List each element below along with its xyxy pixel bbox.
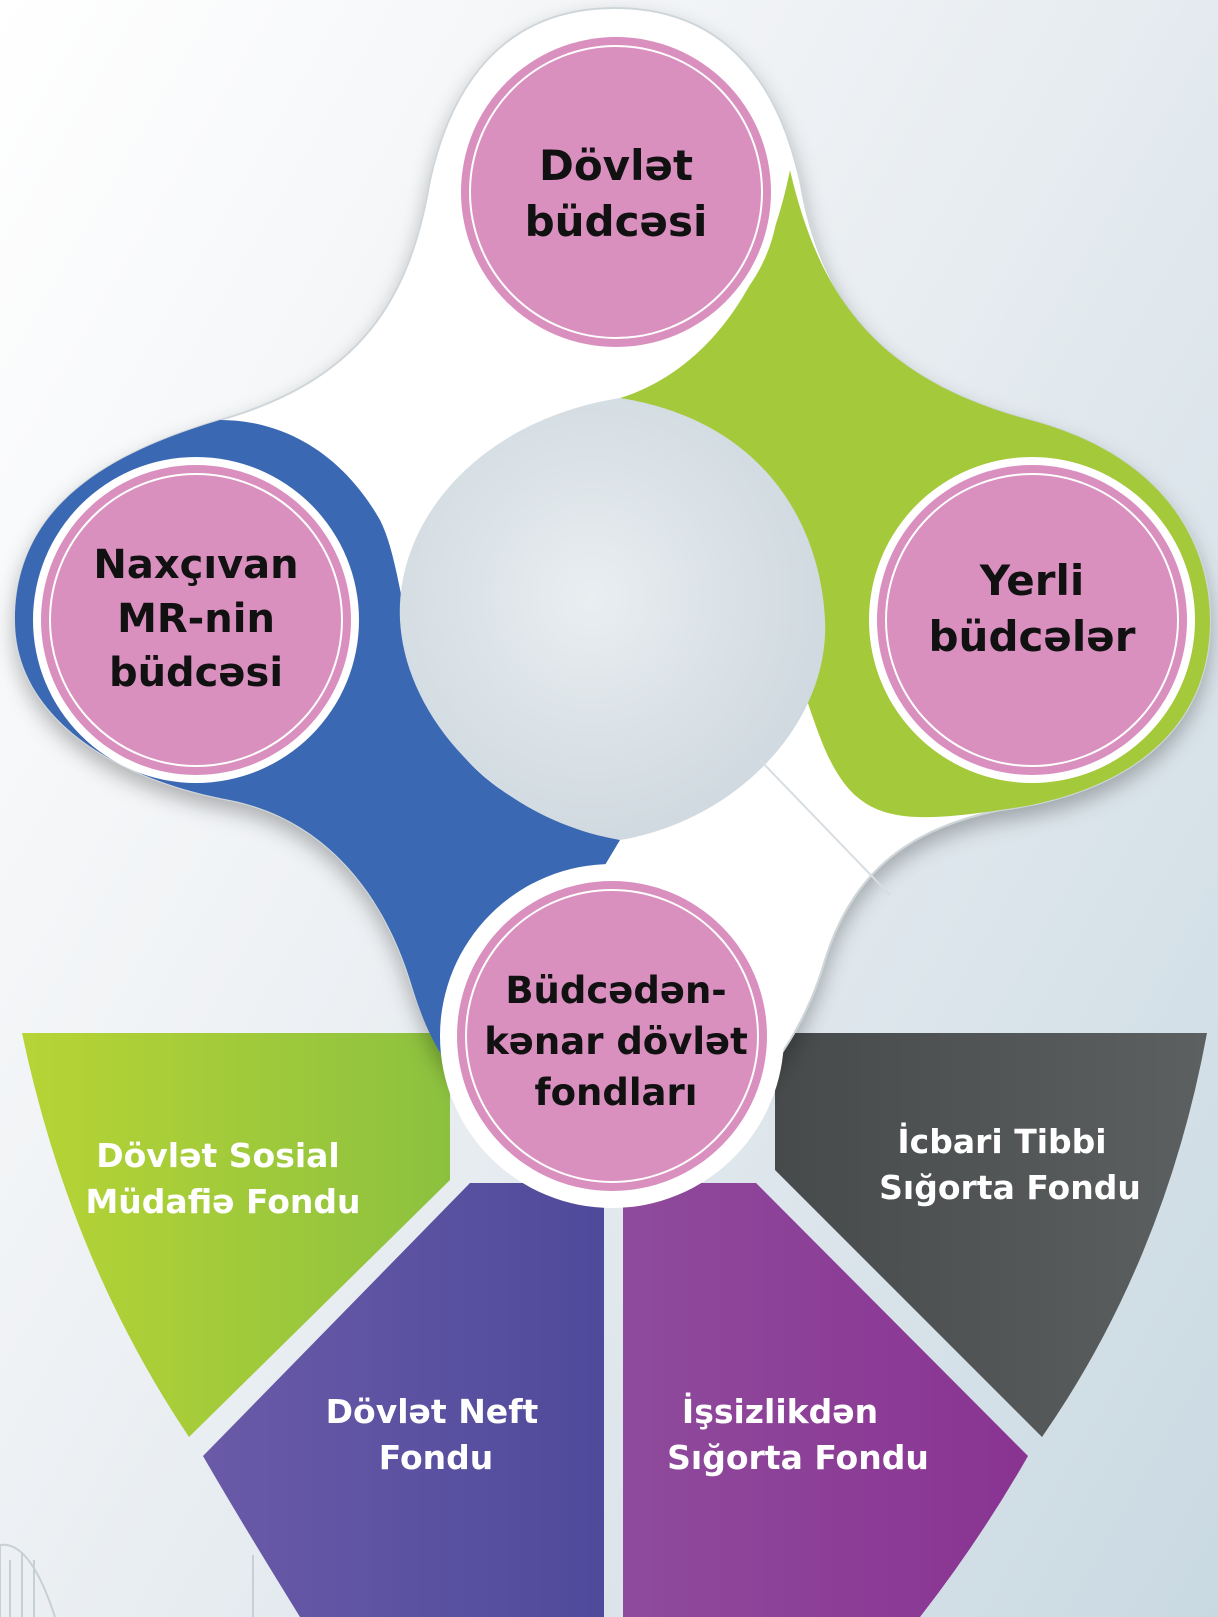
segment-purple-line1: İşsizlikdən	[682, 1391, 878, 1431]
funds-fan	[22, 1033, 1207, 1617]
hole-highlight-line	[759, 759, 891, 896]
segment-indigo	[203, 1183, 604, 1617]
segment-indigo-line2: Fondu	[379, 1438, 494, 1477]
node-top: Dövlət büdcəsi	[453, 29, 779, 355]
segment-green-line2: Müdafiə Fondu	[85, 1182, 360, 1221]
node-left: Naxçıvan MR-nin büdcəsi	[33, 457, 359, 783]
node-left-line3: büdcəsi	[109, 650, 283, 696]
node-top-line1: Dövlət	[539, 141, 693, 190]
segment-green	[22, 1033, 450, 1437]
node-bottom-line1: Büdcədən-	[505, 969, 726, 1012]
node-left-line2: MR-nin	[117, 596, 275, 642]
node-right-line2: büdcələr	[928, 612, 1135, 661]
node-right: Yerli büdcələr	[869, 457, 1195, 783]
segment-gray-line1: İcbari Tibbi	[897, 1121, 1106, 1161]
node-top-line2: büdcəsi	[525, 197, 708, 246]
node-left-line1: Naxçıvan	[93, 542, 298, 588]
segment-purple-line2: Sığorta Fondu	[667, 1438, 929, 1477]
node-bottom: Büdcədən- kənar dövlət fondları	[440, 864, 784, 1208]
segment-gray-line2: Sığorta Fondu	[879, 1168, 1141, 1207]
node-bottom-line2: kənar dövlət	[484, 1020, 748, 1063]
segment-indigo-line1: Dövlət Neft	[326, 1392, 539, 1431]
segment-green-line1: Dövlət Sosial	[96, 1136, 340, 1175]
node-bottom-line3: fondları	[535, 1071, 698, 1114]
center-hole	[399, 398, 826, 840]
segment-purple	[623, 1183, 1028, 1617]
node-right-line1: Yerli	[979, 556, 1085, 605]
segment-gray	[775, 1033, 1207, 1437]
